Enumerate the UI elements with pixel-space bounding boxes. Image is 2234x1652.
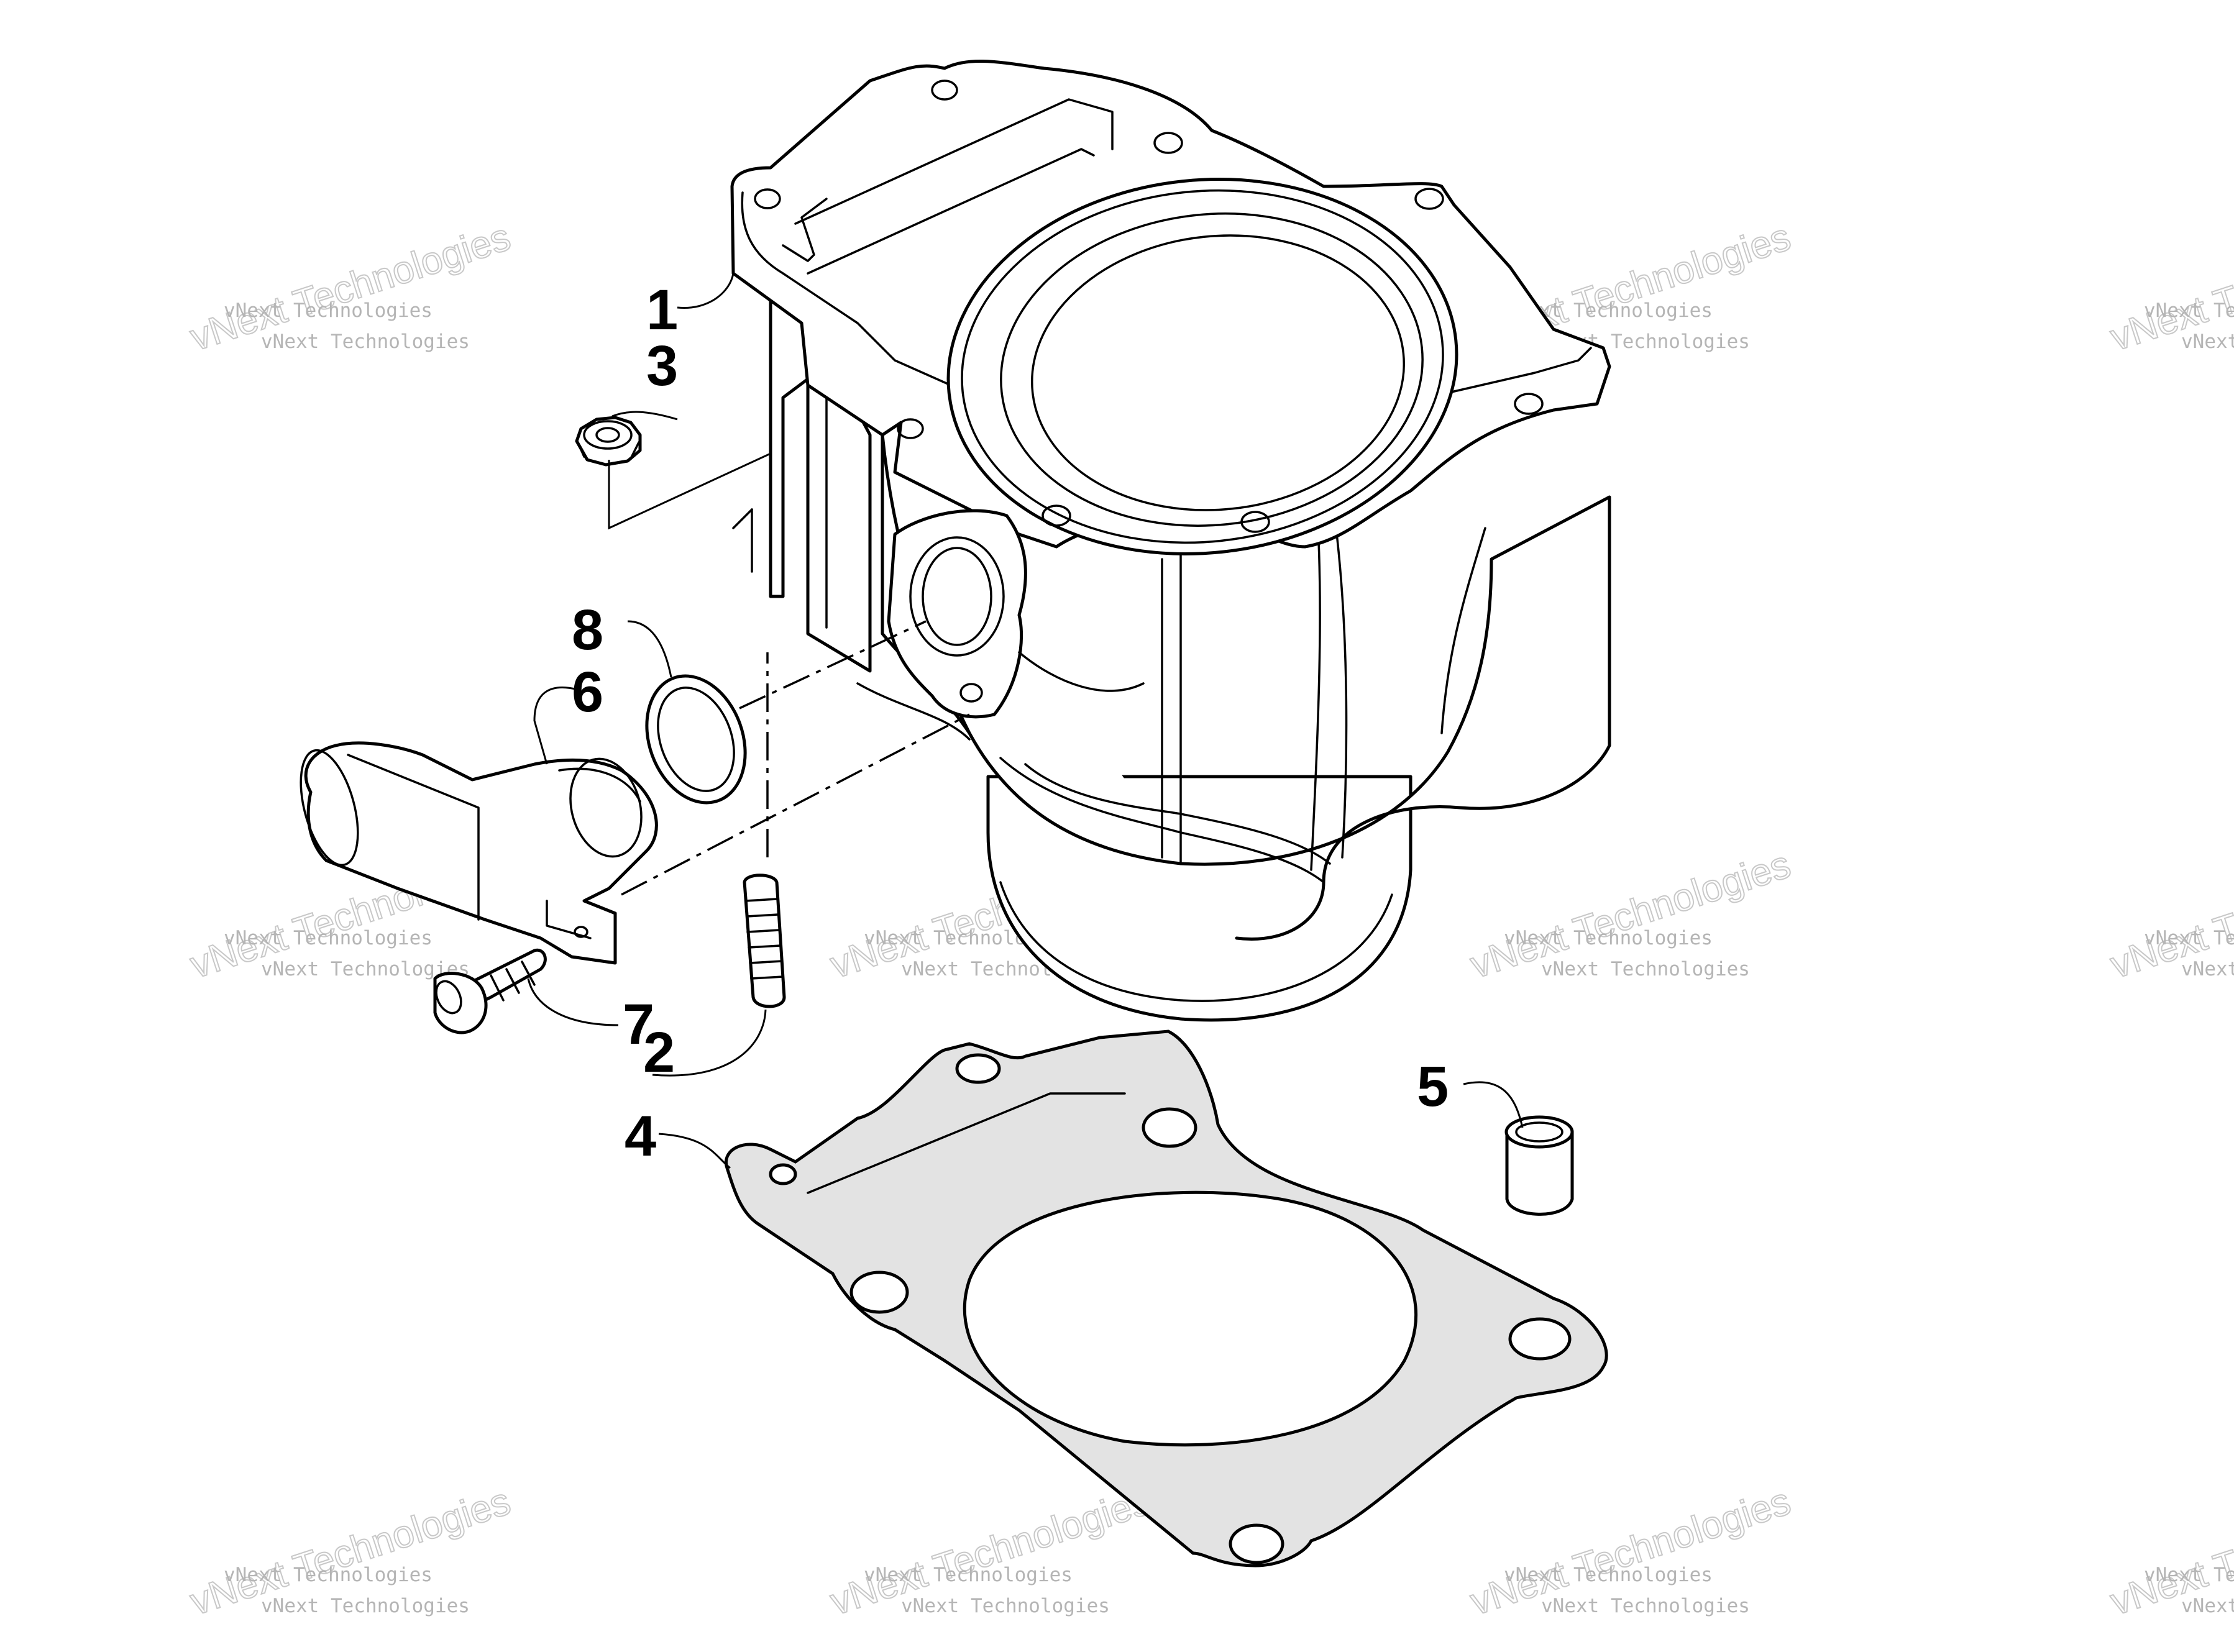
o-ring-part [645, 674, 747, 805]
watermark-text: vNext Technologies [2144, 299, 2234, 322]
gasket-part [725, 1029, 1608, 1568]
callout-4: 4 [625, 1105, 656, 1168]
watermark-text: vNext Technologies [224, 299, 433, 322]
watermark-text: vNext Technologies [2181, 958, 2234, 980]
callout-5: 5 [1417, 1055, 1447, 1118]
bolt-part [433, 948, 547, 1034]
watermark-text: vNext Technologies [2144, 1564, 2234, 1586]
dowel-pin-part [1504, 1115, 1574, 1216]
watermark-text: vNext Technologies [1504, 1564, 1713, 1586]
watermark-text: vNext Technologies [1541, 958, 1750, 980]
watermark-text: vNext Technologies [2144, 927, 2234, 949]
watermark-text: vNext Technologies [1541, 1595, 1750, 1617]
watermark-text: vNext Technologies [2181, 1595, 2234, 1617]
elbow-fitting-part [300, 741, 658, 965]
callout-7: 7 [623, 993, 653, 1056]
watermark-text: vNext Technologies [224, 927, 433, 949]
callout-8: 8 [572, 598, 602, 662]
callout-6: 6 [572, 660, 602, 724]
callout-labels: 1 2 3 4 5 6 7 8 [572, 278, 1449, 1168]
leader-lines [527, 273, 1524, 1169]
stud-part [743, 874, 786, 1008]
watermark-text: vNext Technologies [261, 331, 470, 353]
callout-1: 1 [646, 278, 677, 342]
watermark-text: vNext Technologies [261, 1595, 470, 1617]
watermark-text: vNext Technologies [224, 1564, 433, 1586]
watermark-text: vNext Technologies [2181, 331, 2234, 353]
callout-2: 2 [643, 1021, 674, 1084]
cylinder-part [730, 60, 1611, 1022]
watermark-text: vNext Technologies [1504, 927, 1713, 949]
callout-3: 3 [646, 334, 677, 398]
nut-part [575, 416, 642, 467]
watermark-text: vNext Technologies [901, 1595, 1110, 1617]
watermark-text: vNext Technologies [864, 1564, 1073, 1586]
